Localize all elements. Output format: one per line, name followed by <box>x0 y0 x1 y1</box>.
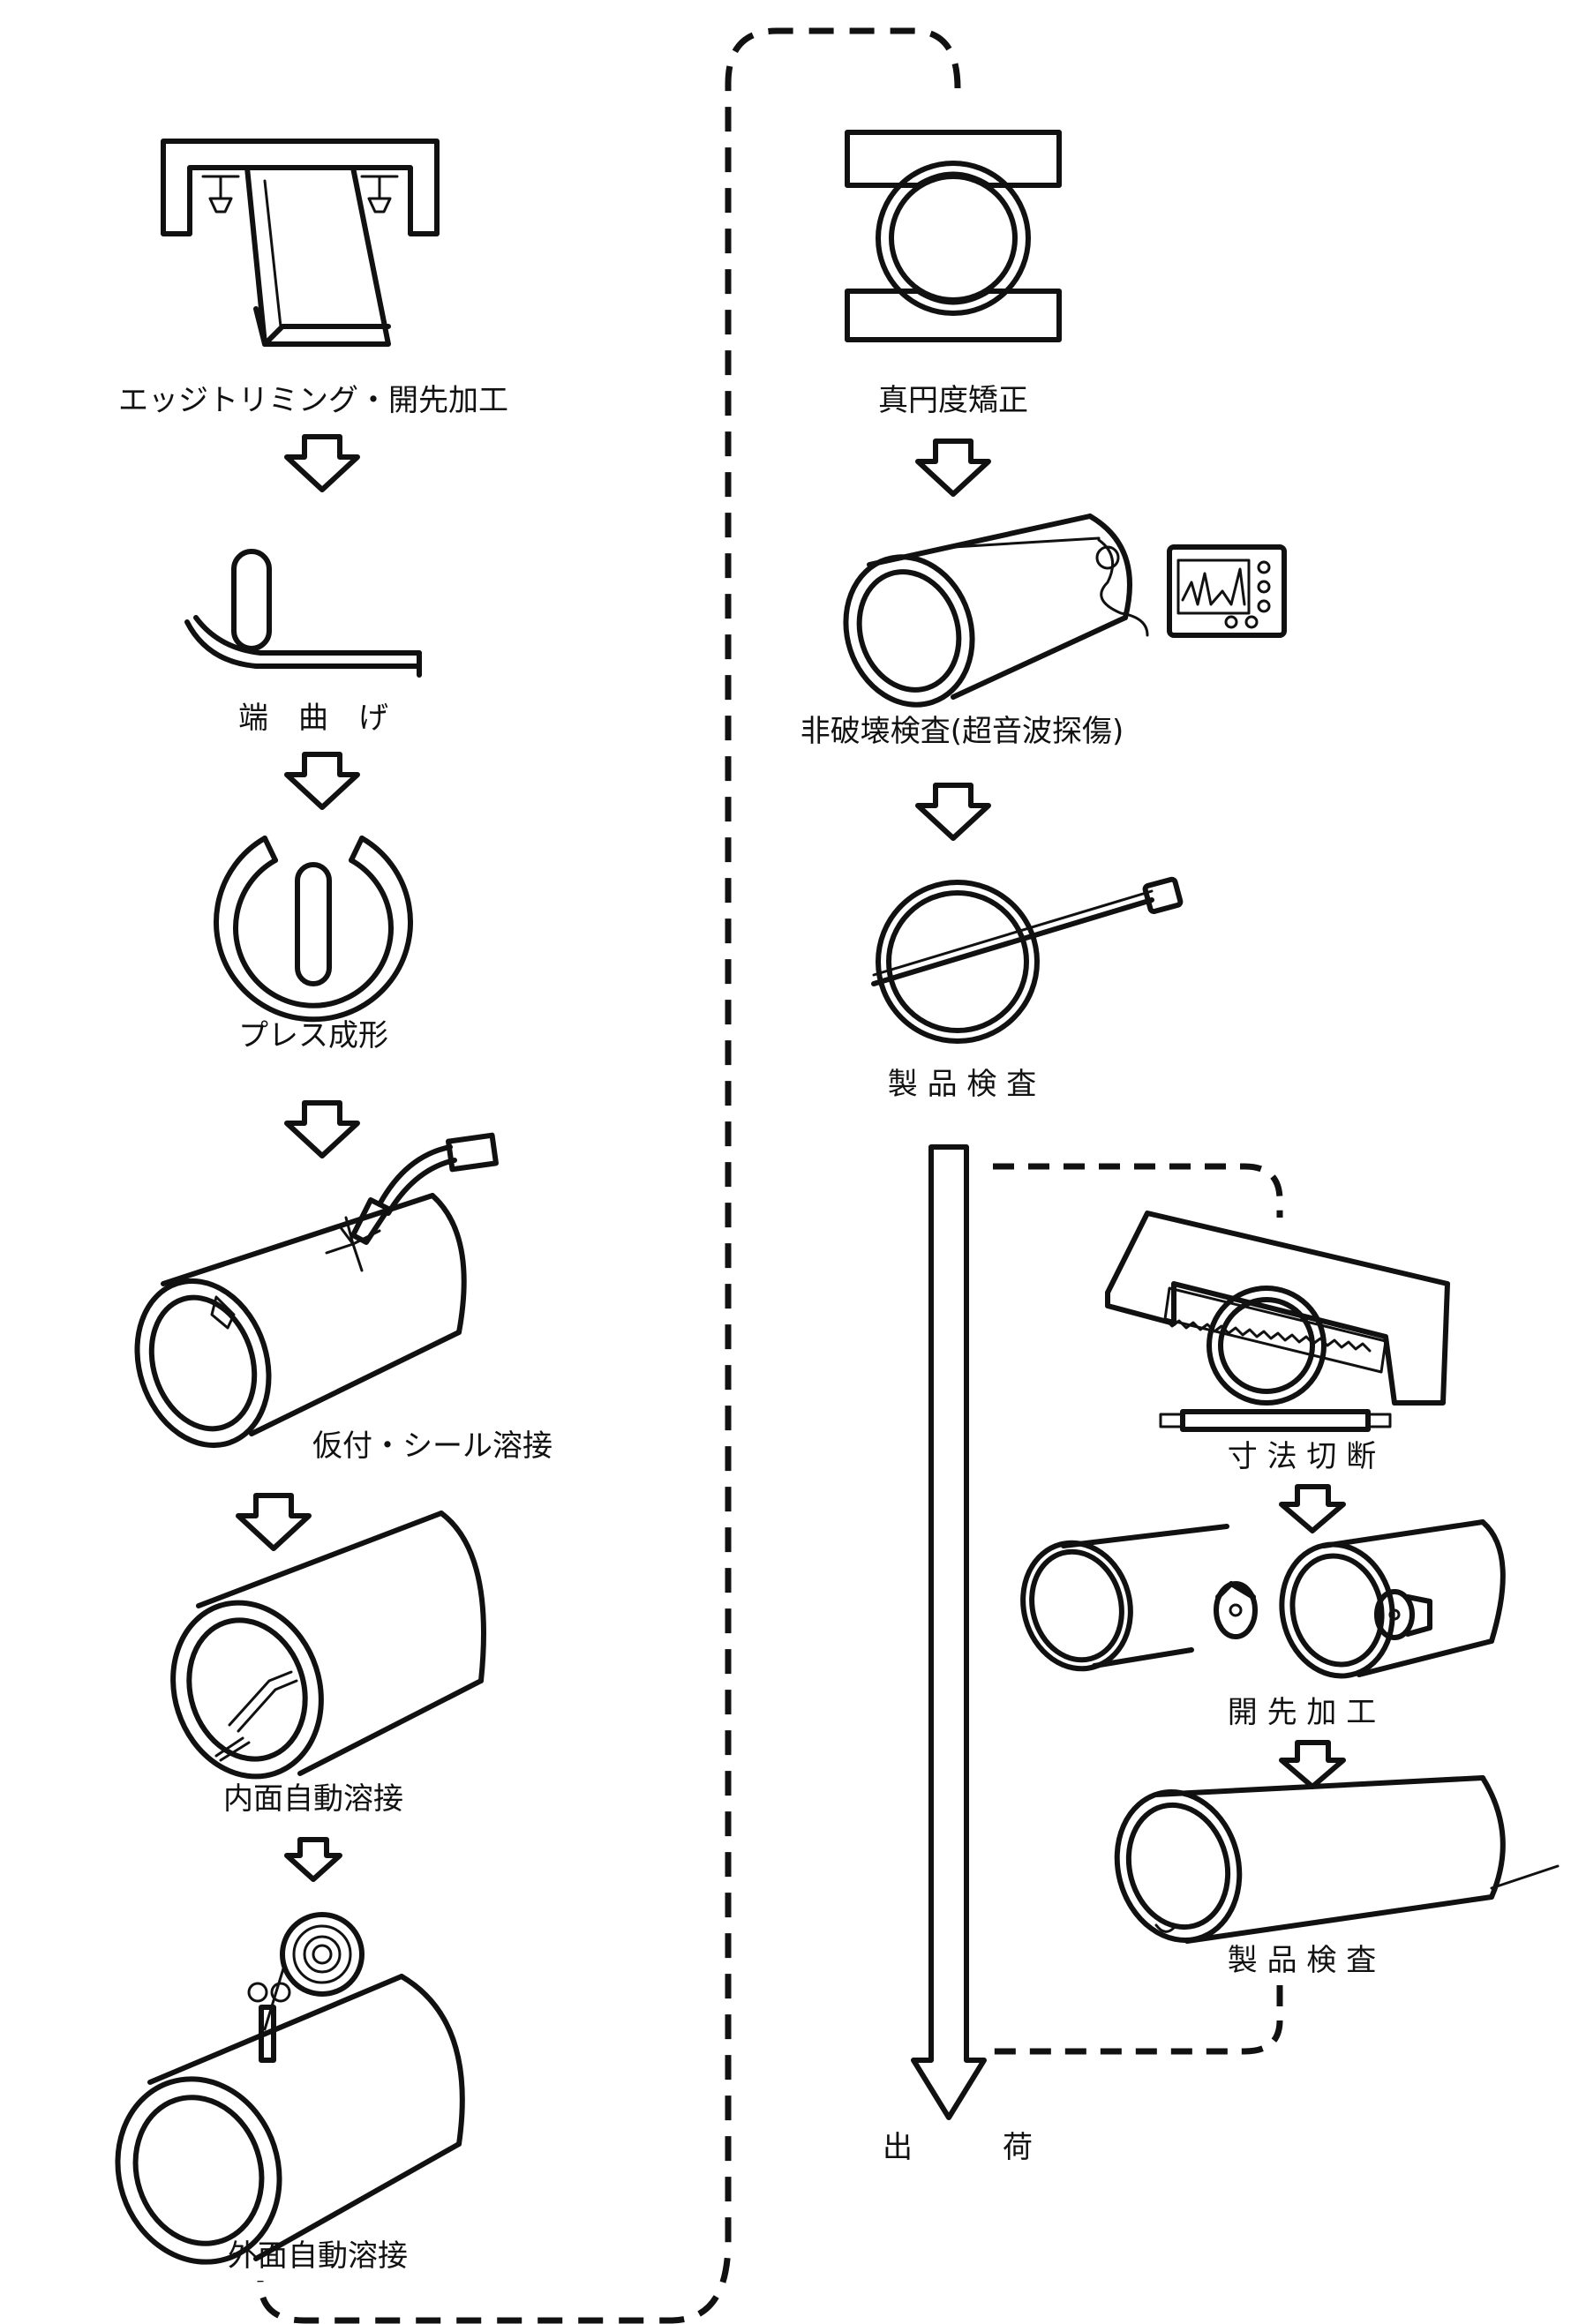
down-arrow-9 <box>1279 1740 1346 1789</box>
dashed-connector-main <box>257 27 961 2324</box>
label-tack-seal-welding: 仮付・シール溶接 <box>312 1428 552 1464</box>
bevel-machining-icon <box>1020 1519 1506 1679</box>
label-cut-to-length: 寸 法 切 断 <box>1228 1439 1376 1474</box>
label-end-bending: 端 曲 げ <box>238 701 388 736</box>
label-inner-auto-welding: 内面自動溶接 <box>223 1781 403 1817</box>
down-arrow-2 <box>284 752 360 810</box>
edge-trimming-machine-icon <box>161 139 440 347</box>
ultrasonic-inspection-icon <box>843 514 1287 708</box>
label-product-inspection-1: 製 品 検 査 <box>888 1067 1036 1102</box>
down-arrow-7 <box>915 783 991 841</box>
tack-welding-pipe-icon <box>134 1132 499 1449</box>
label-edge-trimming: エッジトリミング・開先加工 <box>118 383 508 418</box>
label-shipping: 出 荷 <box>883 2130 1033 2165</box>
dashed-connector-branch <box>993 1163 1283 1218</box>
down-arrow-5 <box>284 1837 342 1882</box>
inner-welding-pipe-icon <box>170 1511 486 1780</box>
down-arrow-1 <box>284 434 360 492</box>
label-roundness-correction: 真円度矯正 <box>878 383 1028 418</box>
down-arrow-4 <box>236 1493 312 1551</box>
end-bending-icon <box>184 549 422 678</box>
down-arrow-8 <box>1279 1484 1346 1533</box>
dashed-connector-return <box>993 1985 1283 2055</box>
product-inspection-pipe-icon <box>1114 1775 1560 1944</box>
down-arrow-3 <box>284 1100 360 1158</box>
shipping-arrow <box>911 1144 987 2120</box>
label-outer-auto-welding: 外面自動溶接 <box>228 2238 408 2274</box>
label-product-inspection-2: 製 品 検 査 <box>1228 1943 1376 1978</box>
label-ndt-ultrasonic: 非破壊検査(超音波探傷) <box>801 714 1124 749</box>
label-press-forming: プレス成形 <box>238 1018 388 1053</box>
product-inspection-tape-icon <box>871 876 1184 1044</box>
label-bevel-machining: 開 先 加 工 <box>1228 1695 1376 1730</box>
press-forming-icon <box>214 836 413 1023</box>
outer-welding-pipe-icon <box>115 1912 465 2265</box>
roundness-correction-icon <box>845 130 1062 342</box>
down-arrow-6 <box>915 439 991 497</box>
saw-cutting-icon <box>1105 1211 1450 1432</box>
